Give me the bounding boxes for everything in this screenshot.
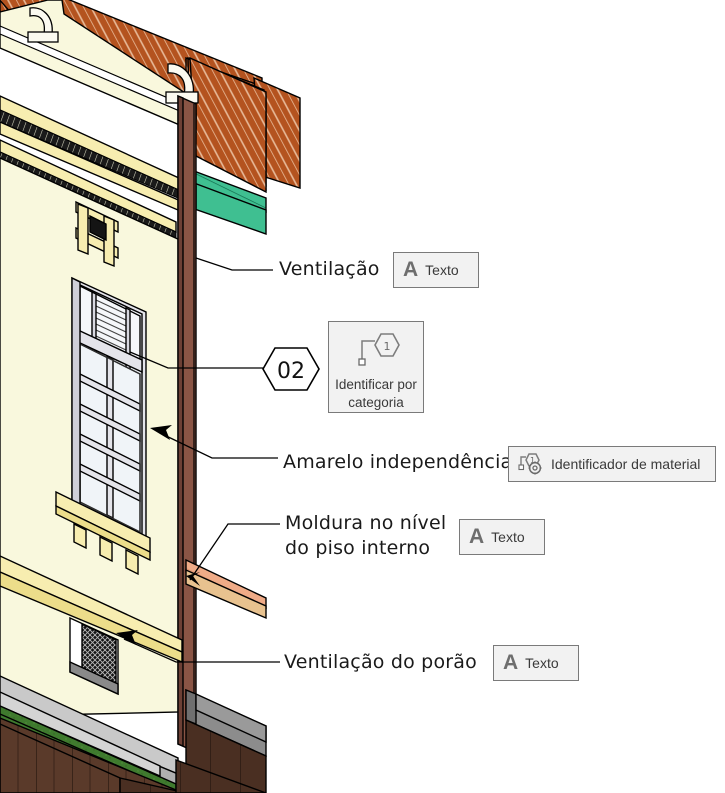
annotation-amarelo-independencia: Amarelo independência (283, 451, 513, 473)
texto-button-3[interactable]: A Texto (493, 645, 579, 681)
leader-lines (123, 257, 280, 663)
annotation-ventilacao-porao: Ventilação do porão (284, 651, 477, 673)
identificar-label-line2: categoria (348, 395, 404, 410)
text-A-icon: A (469, 524, 485, 548)
text-A-icon: A (403, 257, 419, 281)
annotation-moldura-line2: do piso interno (285, 537, 431, 559)
identificador-de-material-button[interactable]: 1 Identificador de material (508, 446, 716, 482)
room-tag-number: 02 (277, 359, 305, 384)
identificador-de-material-label: Identificador de material (551, 456, 701, 472)
texto-button-3-label: Texto (525, 655, 559, 671)
svg-text:1: 1 (530, 456, 535, 465)
room-tag-02[interactable]: 02 (262, 347, 320, 391)
annotation-moldura: Moldura no nível do piso interno (285, 511, 465, 561)
texto-button-2-label: Texto (491, 529, 525, 545)
identificar-por-categoria-button[interactable]: 1 Identificar por categoria (328, 321, 424, 413)
annotation-moldura-line1: Moldura no nível (285, 512, 447, 534)
svg-text:1: 1 (384, 340, 391, 353)
tag-category-icon: 1 (348, 330, 404, 370)
identificar-label-line1: Identificar por (335, 377, 417, 392)
annotation-ventilacao: Ventilação (279, 258, 380, 280)
leader-arrowheads (116, 425, 200, 645)
material-tag-gear-icon: 1 (518, 452, 544, 476)
text-A-icon: A (503, 650, 519, 674)
texto-button-1[interactable]: A Texto (393, 252, 479, 288)
texto-button-2[interactable]: A Texto (459, 519, 545, 555)
texto-button-1-label: Texto (425, 262, 459, 278)
identificar-por-categoria-label: Identificar por categoria (331, 376, 421, 412)
